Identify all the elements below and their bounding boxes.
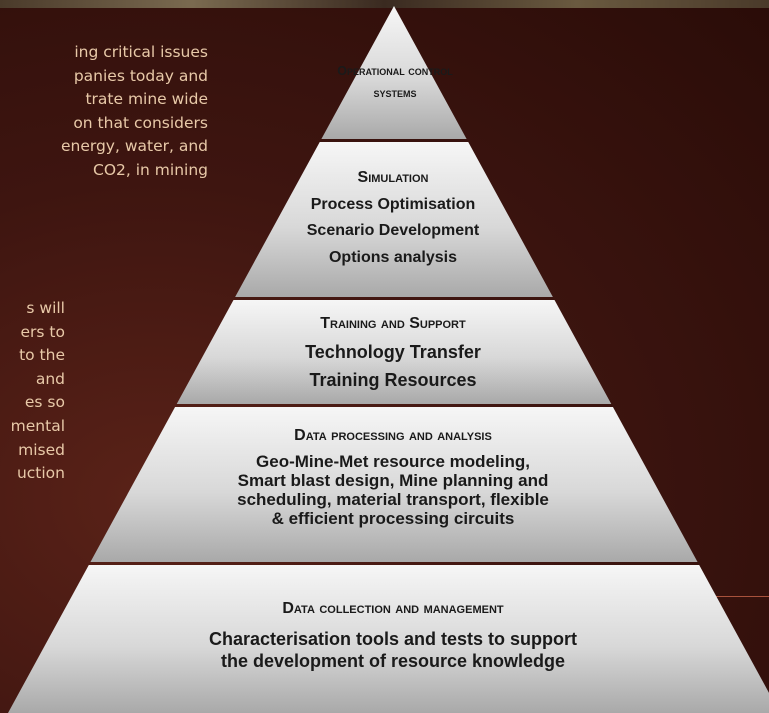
tier-title: Simulation bbox=[357, 169, 429, 186]
tier-title: Data processing and analysis bbox=[294, 427, 492, 444]
tier-title: Operational control systems bbox=[337, 64, 453, 100]
bg-text-line: CO2, in mining bbox=[93, 160, 208, 179]
bg-text-line: ers to bbox=[20, 322, 65, 341]
tier-line: scheduling, material transport, flexible bbox=[237, 490, 549, 509]
bg-text-line: es so bbox=[24, 393, 65, 412]
bg-text-line: mental bbox=[10, 416, 65, 435]
tier-shape-processing bbox=[90, 407, 698, 562]
tier-data-processing: Data processing and analysis Geo-Mine-Me… bbox=[158, 426, 628, 528]
tier-training-support: Training and Support Technology Transfer… bbox=[243, 310, 543, 394]
tier-line: Characterisation tools and tests to supp… bbox=[208, 629, 578, 649]
background-paragraph-2: s will ers to to the and es so mental mi… bbox=[11, 297, 65, 486]
bg-text-line: panies today and bbox=[73, 66, 208, 85]
top-photo-strip bbox=[0, 0, 769, 8]
bg-text-line: uction bbox=[16, 464, 65, 483]
tier-line: Technology Transfer bbox=[305, 342, 481, 362]
tier-shape-simulation bbox=[235, 142, 553, 297]
bg-text-line: trate mine wide bbox=[85, 90, 208, 109]
tier-line: Process Optimisation bbox=[310, 195, 476, 213]
tier-data-collection: Data collection and management Character… bbox=[128, 598, 658, 672]
tier-shape-operational bbox=[321, 6, 467, 139]
tier-line: the development of resource knowledge bbox=[220, 651, 566, 671]
tier-line: Smart blast design, Mine planning and bbox=[237, 471, 549, 490]
tier-line: Geo-Mine-Met resource modeling, bbox=[256, 452, 530, 471]
tier-line: Scenario Development bbox=[306, 222, 480, 239]
tier-shape-collection bbox=[8, 565, 769, 713]
tier-title: Training and Support bbox=[320, 315, 466, 332]
tier-operational-control: Operational control systems bbox=[300, 60, 490, 104]
bg-text-line: energy, water, and bbox=[60, 137, 208, 156]
bg-text-line: to the bbox=[19, 346, 65, 365]
background-paragraph-1: ing critical issues panies today and tra… bbox=[61, 41, 208, 183]
tier-line: & efficient processing circuits bbox=[271, 509, 515, 528]
bg-text-line: s will bbox=[26, 299, 65, 317]
tier-line: Training Resources bbox=[309, 370, 477, 390]
bg-text-line: mised bbox=[18, 440, 65, 459]
bg-text-line: on that considers bbox=[73, 113, 208, 132]
tier-line: Options analysis bbox=[328, 248, 458, 266]
tier-title: Data collection and management bbox=[282, 600, 504, 617]
tier-shape-training bbox=[176, 300, 612, 404]
tier-simulation: Simulation Process Optimisation Scenario… bbox=[268, 165, 518, 271]
bg-text-line: and bbox=[35, 369, 65, 388]
bg-text-line: ing critical issues bbox=[74, 43, 208, 61]
